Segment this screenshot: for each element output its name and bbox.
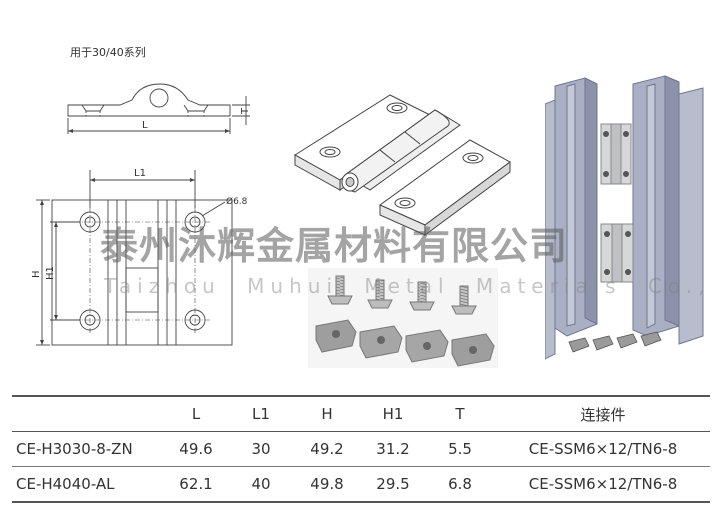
series-label: 用于30/40系列 bbox=[70, 46, 146, 59]
hinge-front-view-drawing: L1 H H1 Ø6.8 bbox=[31, 168, 248, 346]
cell-connector: CE-SSM6×12/TN6-8 bbox=[528, 475, 678, 493]
header-H1: H1 bbox=[382, 405, 404, 423]
header-T: T bbox=[455, 405, 465, 423]
cell-L: 62.1 bbox=[179, 475, 213, 493]
company-watermark-cn: 泰州沐辉金属材料有限公司 bbox=[100, 224, 569, 268]
dim-hole-label: Ø6.8 bbox=[226, 196, 248, 207]
header-connector: 连接件 bbox=[580, 405, 626, 424]
fastener-photo bbox=[308, 268, 498, 368]
cell-L: 49.6 bbox=[179, 440, 213, 458]
header-model bbox=[12, 396, 162, 432]
company-watermark-en: Taizhou Muhui Metal Materials Co., Ltd bbox=[104, 274, 713, 298]
cell-L1: 40 bbox=[251, 475, 271, 493]
spec-table: L L1 H H1 T 连接件 CE-H3030-8-ZN 49.6 30 49… bbox=[12, 395, 710, 503]
hinge-side-view-drawing: L T bbox=[67, 83, 251, 134]
table-row: CE-H4040-AL 62.1 40 49.8 29.5 6.8 CE-SSM… bbox=[12, 467, 710, 502]
dim-H1-label: H1 bbox=[45, 266, 56, 280]
dim-T-label: T bbox=[240, 107, 251, 115]
cell-connector: CE-SSM6×12/TN6-8 bbox=[528, 440, 678, 458]
dim-H-label: H bbox=[31, 270, 42, 278]
header-H: H bbox=[321, 405, 333, 423]
dim-L1-label: L1 bbox=[134, 168, 146, 179]
cell-L1: 30 bbox=[251, 440, 271, 458]
header-L: L bbox=[191, 405, 201, 423]
dim-L-label: L bbox=[142, 120, 148, 131]
cell-model: CE-H3030-8-ZN bbox=[16, 440, 133, 458]
profile-assembly-photo bbox=[545, 74, 708, 369]
spec-table-header-row: L L1 H H1 T 连接件 bbox=[12, 396, 710, 432]
table-row: CE-H3030-8-ZN 49.6 30 49.2 31.2 5.5 CE-S… bbox=[12, 432, 710, 467]
cell-H1: 31.2 bbox=[376, 440, 410, 458]
cell-T: 5.5 bbox=[448, 440, 472, 458]
cell-H1: 29.5 bbox=[376, 475, 410, 493]
cell-T: 6.8 bbox=[448, 475, 472, 493]
cell-model: CE-H4040-AL bbox=[16, 475, 115, 493]
cell-H: 49.2 bbox=[310, 440, 344, 458]
cell-H: 49.8 bbox=[310, 475, 344, 493]
header-L1: L1 bbox=[252, 405, 270, 423]
hinge-isometric-drawing bbox=[294, 94, 511, 236]
